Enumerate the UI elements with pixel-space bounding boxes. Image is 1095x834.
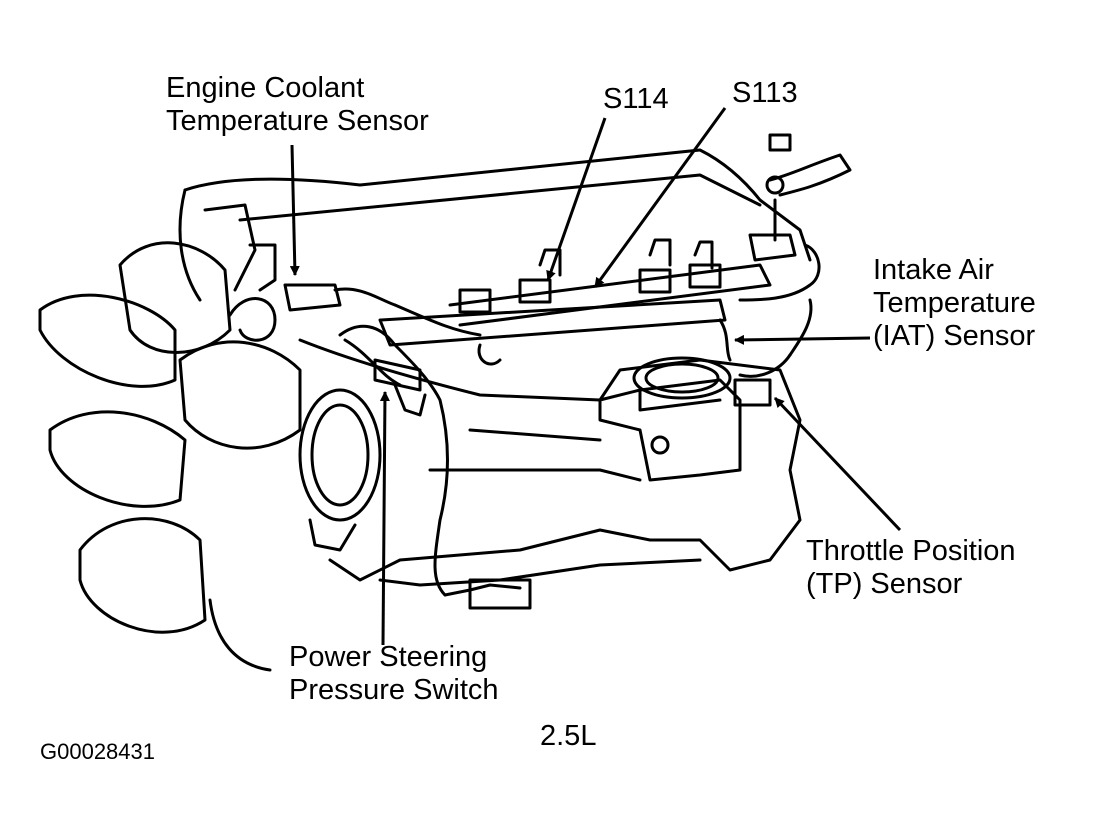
ps-leader [379, 391, 390, 646]
valve-cover [183, 148, 812, 262]
ect-connector [283, 283, 342, 312]
engine-size-label: 2.5L [540, 720, 597, 752]
fuel-rail [378, 298, 727, 347]
s113-label: S113 [732, 77, 798, 109]
s113-leader [593, 107, 727, 288]
s114-leader [546, 117, 607, 281]
figure-id: G00028431 [40, 739, 155, 764]
tp-leader [773, 396, 902, 532]
upper-hose [178, 188, 202, 302]
ect-leader [289, 144, 300, 276]
s114-label: S114 [603, 83, 669, 115]
ps-switch [373, 358, 422, 392]
pulley [298, 388, 382, 522]
engine-block-top [238, 173, 762, 222]
wiring-harness [338, 303, 482, 597]
tp-label: Throttle Position(TP) Sensor [806, 535, 1016, 600]
iat-leader [734, 334, 871, 345]
throttle-body [598, 378, 742, 482]
fan-blades [118, 241, 232, 354]
engine-block-lower [298, 338, 802, 582]
